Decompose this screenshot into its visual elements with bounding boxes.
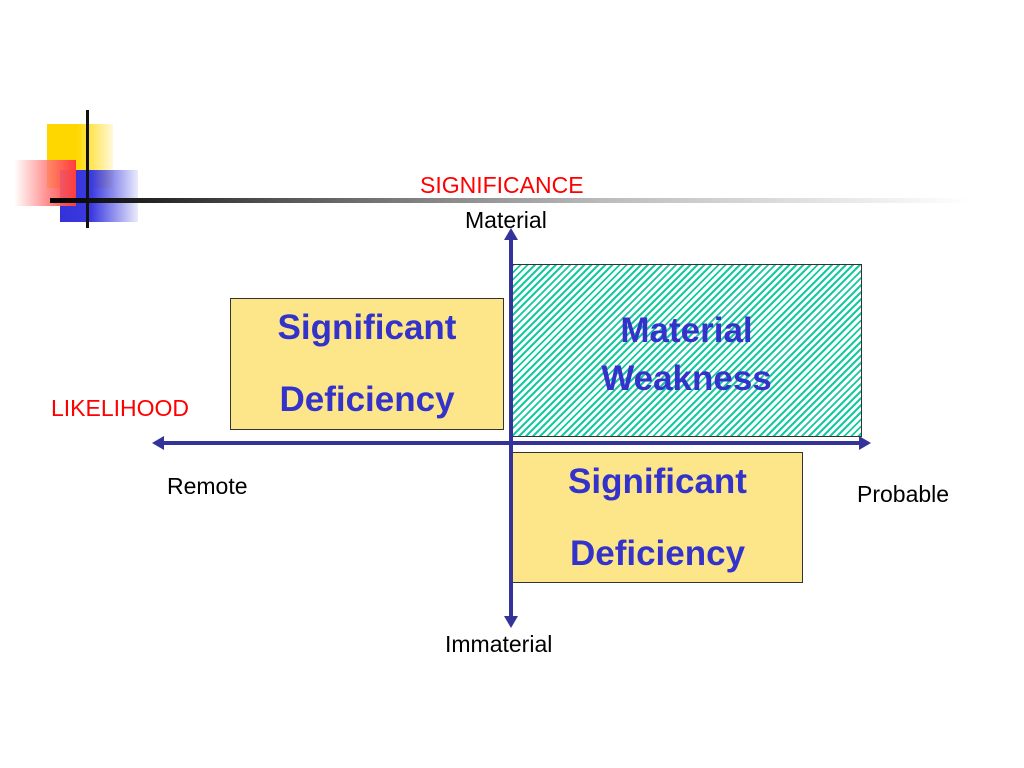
- material-weakness-text: Material Weakness: [512, 307, 861, 403]
- probable-label: Probable: [857, 481, 950, 507]
- horizontal-axis-right-arrowhead: [859, 436, 871, 450]
- significant-deficiency-lower-line1: Significant: [568, 461, 747, 501]
- remote-label: Remote: [167, 473, 248, 499]
- likelihood-axis-title: LIKELIHOOD: [51, 395, 190, 421]
- vertical-axis-top-arrowhead: [504, 228, 518, 240]
- significant-deficiency-upper-line1: Significant: [277, 308, 457, 347]
- significant-deficiency-upper-line2: Deficiency: [279, 380, 455, 419]
- significant-deficiency-lower-line2: Deficiency: [569, 533, 746, 573]
- significant-deficiency-upper-box: Significant Deficiency: [230, 298, 504, 430]
- material-weakness-line1: Material: [620, 311, 753, 350]
- logo-vertical-line: [86, 110, 89, 228]
- material-label: Material: [465, 207, 547, 233]
- significant-deficiency-lower-box: Significant Deficiency: [512, 452, 803, 583]
- immaterial-label: Immaterial: [445, 631, 553, 657]
- material-weakness-line2: Weakness: [601, 359, 772, 398]
- significance-axis-title: SIGNIFICANCE: [420, 172, 584, 198]
- vertical-axis-bottom-arrowhead: [504, 616, 518, 628]
- horizontal-axis-left-arrowhead: [152, 436, 164, 450]
- material-weakness-box: Material Weakness: [511, 264, 862, 437]
- header-divider-line: [50, 198, 970, 203]
